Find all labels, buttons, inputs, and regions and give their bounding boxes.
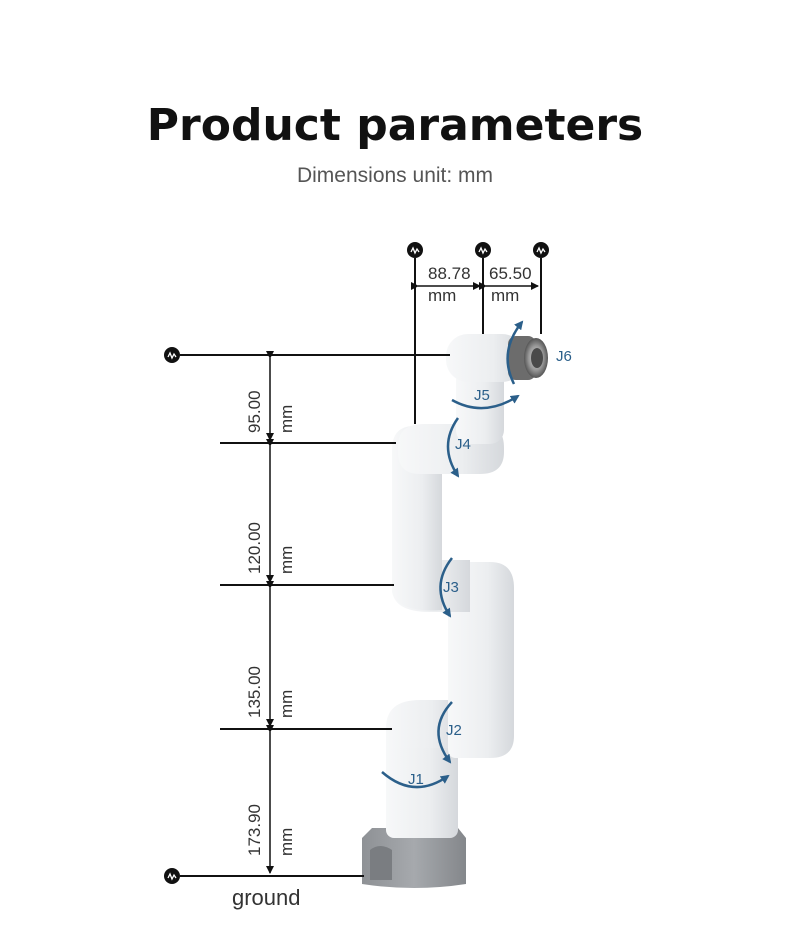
datum-marker-ground bbox=[164, 868, 180, 884]
dim-vert-2-unit: mm bbox=[277, 546, 296, 574]
dim-vert-4-unit: mm bbox=[277, 828, 296, 856]
page-title: Product parameters bbox=[146, 100, 644, 151]
dim-vert-1-unit: mm bbox=[277, 405, 296, 433]
top-dimensions: 88.78 mm 65.50 mm bbox=[407, 242, 549, 424]
dim-vert-1-value: 95.00 bbox=[245, 390, 264, 433]
datum-marker-left-top bbox=[164, 347, 180, 363]
dim-top-2-value: 65.50 bbox=[489, 264, 532, 283]
j2-label: J2 bbox=[446, 722, 462, 739]
j5-arrow bbox=[451, 394, 520, 410]
link-base-column bbox=[386, 740, 458, 838]
j6-arrow bbox=[506, 320, 524, 385]
dim-top-2-unit: mm bbox=[491, 286, 519, 305]
j2-arrow bbox=[437, 701, 453, 764]
dim-top-1-unit: mm bbox=[428, 286, 456, 305]
j1-arrow bbox=[381, 771, 450, 789]
cable-notch bbox=[370, 846, 392, 880]
page-subtitle: Dimensions unit: mm bbox=[296, 164, 494, 187]
dim-vert-3-value: 135.00 bbox=[245, 666, 264, 718]
vertical-dimensions: 95.00 mm 120.00 mm 135.00 mm 173.90 mm g… bbox=[164, 347, 450, 910]
flange-center bbox=[531, 348, 543, 368]
robot-arm bbox=[362, 334, 548, 888]
j3-arrow bbox=[439, 557, 453, 618]
link-head bbox=[446, 334, 524, 382]
j4-arrow bbox=[446, 417, 460, 478]
dim-vert-3-unit: mm bbox=[277, 690, 296, 718]
j1-label: J1 bbox=[408, 771, 424, 788]
ground-label: ground bbox=[232, 885, 301, 910]
dim-vert-4-value: 173.90 bbox=[245, 804, 264, 856]
dim-vert-2-value: 120.00 bbox=[245, 522, 264, 574]
j3-label: J3 bbox=[443, 579, 459, 596]
j4-label: J4 bbox=[455, 436, 471, 453]
datum-marker-3 bbox=[533, 242, 549, 258]
j6-label: J6 bbox=[556, 348, 572, 365]
datum-marker-2 bbox=[475, 242, 491, 258]
dim-top-1-value: 88.78 bbox=[428, 264, 471, 283]
j5-label: J5 bbox=[474, 387, 490, 404]
joint-indicators: J1 J2 J3 J4 J5 J6 bbox=[381, 320, 572, 789]
datum-marker-1 bbox=[407, 242, 423, 258]
link-wrist-2 bbox=[456, 364, 504, 444]
